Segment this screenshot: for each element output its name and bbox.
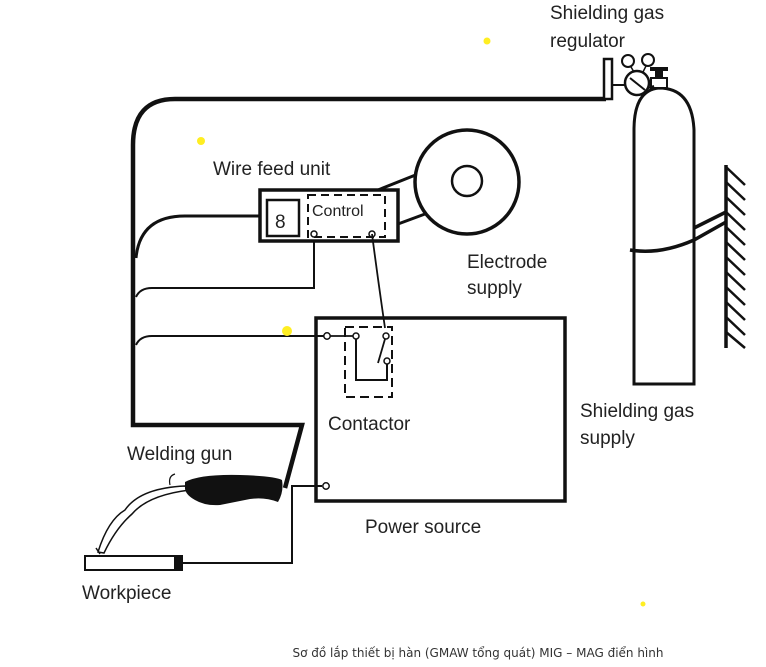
marker-dot (197, 137, 205, 145)
flow-gauge-icon (641, 53, 655, 67)
marker-dot (282, 326, 292, 336)
wire-feed-unit: 8 Control (258, 188, 400, 243)
contactor (330, 326, 393, 398)
control-label: Control (312, 203, 364, 220)
marker-dot (640, 601, 646, 607)
control-box (307, 194, 386, 238)
control-to-contactor-cable (371, 233, 386, 329)
wire-feed-unit-label: Wire feed unit (213, 159, 331, 180)
wire-feed-roller-symbol: 8 (275, 212, 286, 233)
control-cable (135, 234, 315, 298)
gas-hose (130, 96, 606, 489)
shielding-gas-cylinder (632, 67, 696, 386)
cylinder-chain (629, 210, 727, 253)
electrode-supply-label-2: supply (467, 278, 522, 299)
welding-gun (95, 473, 283, 555)
contactor-cable (135, 335, 328, 346)
shielding-gas-regulator-label-2: regulator (550, 31, 626, 52)
wall-mount (724, 165, 746, 349)
contactor-label: Contactor (328, 414, 411, 435)
shielding-gas-supply-label-2: supply (580, 428, 635, 449)
welding-gun-label: Welding gun (127, 444, 232, 465)
workpiece-label: Workpiece (82, 583, 171, 604)
shielding-gas-regulator (602, 53, 655, 101)
electrode-supply-label-1: Electrode (467, 252, 547, 273)
shielding-gas-supply-label-1: Shielding gas (580, 401, 694, 422)
figure-caption: Sơ đồ lắp thiết bị hàn (GMAW tổng quát) … (292, 646, 664, 660)
shielding-gas-regulator-label-1: Shielding gas (550, 3, 664, 24)
yellow-markers (197, 37, 646, 607)
workpiece (84, 555, 183, 571)
power-source (314, 316, 567, 503)
work-clamp-cable (180, 485, 322, 564)
wire-feed-cable (134, 214, 262, 259)
power-source-label: Power source (365, 517, 481, 538)
marker-dot (483, 37, 491, 45)
pressure-gauge-icon (621, 54, 635, 68)
electrode-wire-spool (377, 128, 521, 236)
